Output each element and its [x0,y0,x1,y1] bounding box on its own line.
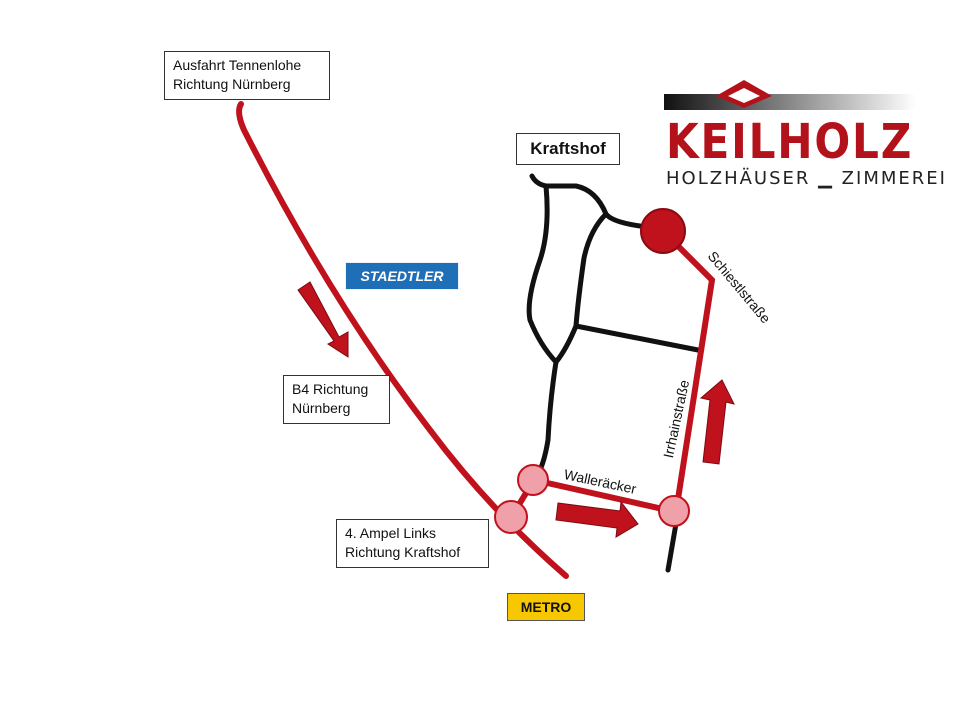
local-roads [526,173,701,573]
exit-label: Ausfahrt Tennenlohe Richtung Nürnberg [164,51,330,100]
b4-label-line2: Nürnberg [292,400,351,416]
staedtler-marker: STAEDTLER [345,262,459,290]
arrow-icon [297,281,349,358]
junction-walleracker-west [517,464,549,496]
irrhain-route [661,229,716,515]
arrow-icon [555,500,639,538]
junction-ampel [494,500,528,534]
logo-roof-icon [664,80,916,110]
metro-marker: METRO [507,593,585,621]
ampel-label-line1: 4. Ampel Links [345,525,437,541]
junction-irrhain [658,495,690,527]
exit-label-line1: Ausfahrt Tennenlohe [173,57,302,73]
b4-label-line1: B4 Richtung [292,381,369,397]
exit-label-line2: Richtung Nürnberg [173,76,291,92]
kraftshof-label: Kraftshof [516,133,620,165]
logo-wordmark: KEILHOLZ [666,114,914,170]
destination-marker [640,208,686,254]
ampel-label: 4. Ampel Links Richtung Kraftshof [336,519,489,568]
ampel-label-line2: Richtung Kraftshof [345,544,461,560]
logo-tagline: HOLZHÄUSER ▁ ZIMMEREI [666,168,947,189]
b4-label: B4 Richtung Nürnberg [283,375,390,424]
arrow-icon [699,379,735,465]
